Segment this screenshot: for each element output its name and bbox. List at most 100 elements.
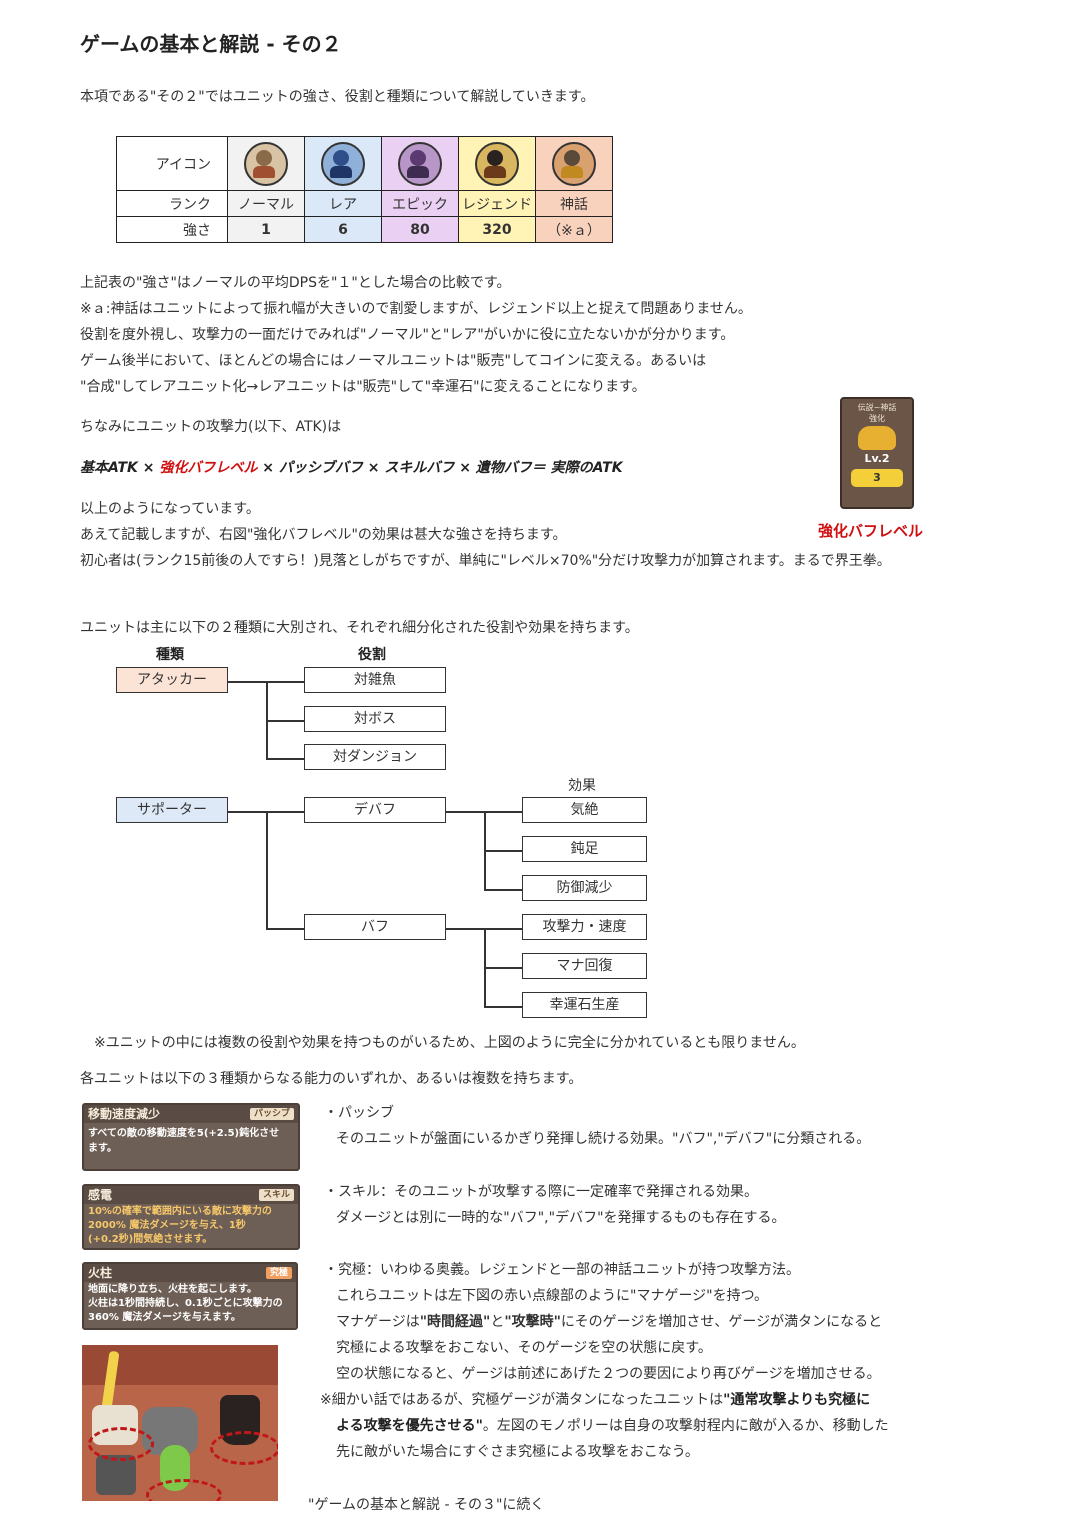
buff-level-card: 伝説~神話 強化 Lv.2 3 — [840, 397, 914, 509]
ultimate-desc-emph: よる攻撃を優先させる" — [336, 1418, 483, 1434]
epic-unit-icon — [381, 136, 459, 191]
rank-table: アイコン ランク ノーマル レア エピック レジェンド 神話 強さ 1 6 80… — [116, 136, 613, 243]
passive-tag: パッシブ — [249, 1108, 294, 1120]
rank-cell: ノーマル — [227, 190, 305, 217]
footer-continue: "ゲームの基本と解説 - その３"に続く — [308, 1497, 545, 1513]
page-title: ゲームの基本と解説 - その２ — [80, 32, 342, 56]
mana-gauge-highlight — [88, 1427, 154, 1461]
cost-value: 3 — [873, 471, 881, 484]
tree-note: ※ユニットの中には複数の役割や効果を持つものがいるため、上図のように完全に分かれ… — [94, 1035, 805, 1051]
ultimate-card-body: 地面に降り立ち、火柱を起こします。 — [88, 1284, 257, 1295]
myth-unit-icon — [535, 136, 613, 191]
formula-highlight: 強化バフレベル — [159, 460, 258, 476]
ultimate-tag: 究極 — [265, 1267, 292, 1279]
effect-box: 幸運石生産 — [522, 992, 647, 1018]
role-box: 対雑魚 — [304, 667, 446, 693]
ultimate-desc: 究極による攻撃をおこない、そのゲージを空の状態に戻す。 — [336, 1340, 712, 1356]
ultimate-desc: 先に敵がいた場合にすぐさま究極による攻撃をおこなう。 — [336, 1444, 699, 1460]
ultimate-desc-part: と — [490, 1314, 505, 1330]
rank-cell: レジェンド — [458, 190, 536, 217]
role-box: 対ボス — [304, 706, 446, 732]
note-line: ゲーム後半において、ほとんどの場合にはノーマルユニットは"販売"してコインに変え… — [80, 353, 707, 369]
strength-cell: 6 — [304, 216, 382, 243]
row-label-strength: 強さ — [116, 216, 228, 243]
skill-desc: ・スキル：そのユニットが攻撃する際に一定確率で発揮される効果。 — [324, 1184, 758, 1200]
buff-box: バフ — [304, 914, 446, 940]
attacker-box: アタッカー — [116, 667, 228, 693]
skill-card-title: 感電 — [84, 1186, 298, 1204]
row-label-rank: ランク — [116, 190, 228, 217]
ultimate-desc-emph: "時間経過" — [419, 1314, 491, 1330]
buff-card-level: Lv.2 — [864, 452, 890, 465]
ultimate-desc: よる攻撃を優先させる"。左図のモノポリーは自身の攻撃射程内に敵が入るか、移動した — [336, 1413, 889, 1439]
tree-header-role: 役割 — [358, 647, 386, 663]
ultimate-desc-part: 。左図のモノポリーは自身の攻撃射程内に敵が入るか、移動した — [482, 1418, 889, 1434]
buff-fist-icon — [858, 426, 896, 450]
effect-box: 防御減少 — [522, 875, 647, 901]
note-line: 役割を度外視し、攻撃力の一面だけでみれば"ノーマル"と"レア"がいかに役に立たな… — [80, 327, 735, 343]
ultimate-desc-part: マナゲージは — [336, 1314, 420, 1330]
note-line: ※ａ:神話はユニットによって振れ幅が大きいので割愛しますが、レジェンド以上と捉え… — [80, 301, 752, 317]
ultimate-card-body: 火柱は1秒間持続し、0.1秒ごとに攻撃力の — [88, 1298, 283, 1309]
passive-card: 移動速度減少 パッシブ すべての敵の移動速度を5(+2.5)鈍化させ ます。 — [82, 1103, 300, 1171]
ultimate-desc-emph: "通常攻撃よりも究極に — [723, 1392, 871, 1408]
ultimate-desc-part: ※細かい話ではあるが、究極ゲージが満タンになったユニットは — [320, 1392, 724, 1408]
rank-cell: レア — [304, 190, 382, 217]
mana-gauge-highlight — [146, 1479, 222, 1501]
passive-desc: そのユニットが盤面にいるかぎり発揮し続ける効果。"バフ","デバフ"に分類される… — [336, 1131, 871, 1147]
skill-card: 感電 スキル 10%の確率で範囲内にいる敵に攻撃力の 2000% 魔法ダメージを… — [82, 1184, 300, 1250]
skill-card-body: 2000% 魔法ダメージを与え、1秒 — [88, 1220, 246, 1231]
rank-cell: 神話 — [535, 190, 613, 217]
after-formula-line: あえて記載しますが、右図"強化バフレベル"の効果は甚大な強さを持ちます。 — [80, 527, 567, 543]
skill-card-body: 10%の確率で範囲内にいる敵に攻撃力の — [88, 1206, 272, 1217]
ultimate-desc-emph: "攻撃時" — [504, 1314, 561, 1330]
strength-cell: （※ａ） — [535, 216, 613, 243]
supporter-box: サポーター — [116, 797, 228, 823]
intro-text: 本項である"その２"ではユニットの強さ、役割と種類について解説していきます。 — [80, 89, 595, 105]
effect-box: 鈍足 — [522, 836, 647, 862]
rare-unit-icon — [304, 136, 382, 191]
after-formula-line: 初心者は(ランク15前後の人ですら！)見落としがちですが、単純に"レベル×70%… — [80, 553, 891, 569]
formula-part1: 基本ATK × — [80, 460, 155, 476]
skill-tag: スキル — [258, 1189, 294, 1201]
skill-card-body: (+0.2秒)間気絶させます。 — [88, 1234, 213, 1245]
effect-box: 攻撃力・速度 — [522, 914, 647, 940]
effect-box: マナ回復 — [522, 953, 647, 979]
ultimate-desc-part: にそのゲージを増加させ、ゲージが満タンになると — [560, 1314, 883, 1330]
ultimate-card-body: 360% 魔法ダメージを与えます。 — [88, 1312, 241, 1323]
buff-card-caption: 強化バフレベル — [818, 522, 924, 540]
tree-header-effect: 効果 — [568, 778, 596, 794]
passive-card-body: すべての敵の移動速度を5(+2.5)鈍化させ — [88, 1128, 280, 1139]
normal-unit-icon — [227, 136, 305, 191]
tree-header-type: 種類 — [156, 647, 184, 663]
unit-sprite — [96, 1455, 136, 1495]
passive-card-title: 移動速度減少 — [84, 1105, 298, 1123]
strength-cell: 80 — [381, 216, 459, 243]
ultimate-desc: ・究極：いわゆる奥義。レジェンドと一部の神話ユニットが持つ攻撃方法。 — [324, 1262, 800, 1278]
legend-unit-icon — [458, 136, 536, 191]
rank-cell: エピック — [381, 190, 459, 217]
mana-gauge-highlight — [210, 1431, 278, 1465]
ultimate-card: 火柱 究極 地面に降り立ち、火柱を起こします。 火柱は1秒間持続し、0.1秒ごと… — [82, 1262, 298, 1330]
strength-cell: 1 — [227, 216, 305, 243]
row-label-icon: アイコン — [116, 136, 228, 191]
ultimate-desc: 空の状態になると、ゲージは前述にあげた２つの要因により再びゲージを増加させる。 — [336, 1366, 881, 1382]
ultimate-desc: マナゲージは"時間経過"と"攻撃時"にそのゲージを増加させ、ゲージが満タンになる… — [336, 1309, 882, 1335]
after-formula-line: 以上のようになっています。 — [80, 501, 260, 517]
passive-card-body: ます。 — [88, 1143, 117, 1154]
atk-formula: 基本ATK × 強化バフレベル × パッシブバフ × スキルバフ × 遺物バフ＝… — [80, 455, 623, 481]
atk-intro: ちなみにユニットの攻撃力(以下、ATK)は — [80, 419, 342, 435]
ultimate-desc: ※細かい話ではあるが、究極ゲージが満タンになったユニットは"通常攻撃よりも究極に — [320, 1387, 870, 1413]
buff-card-header: 伝説~神話 — [857, 403, 897, 412]
ultimate-card-title: 火柱 — [84, 1264, 296, 1282]
buff-card-sub: 強化 — [869, 414, 885, 423]
note-line: 上記表の"強さ"はノーマルの平均DPSを"１"とした場合の比較です。 — [80, 275, 511, 291]
debuff-box: デバフ — [304, 797, 446, 823]
effect-box: 気絶 — [522, 797, 647, 823]
strength-cell: 320 — [458, 216, 536, 243]
formula-part2: × パッシブバフ × スキルバフ × 遺物バフ＝ 実際のATK — [262, 460, 623, 476]
skill-desc: ダメージとは別に一時的な"バフ","デバフ"を発揮するものも存在する。 — [336, 1210, 786, 1226]
role-box: 対ダンジョン — [304, 744, 446, 770]
buff-cost-button: 3 — [851, 469, 903, 487]
passive-desc: ・パッシブ — [324, 1105, 394, 1121]
